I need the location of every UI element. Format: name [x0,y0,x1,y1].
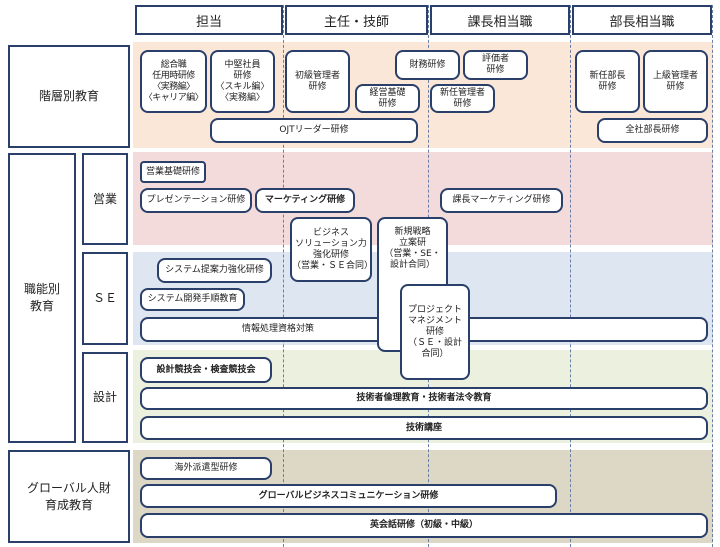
course-business[interactable]: ビジネス ソリューション力 強化研修 （営業・ＳＥ合同） [290,217,373,282]
row-label-hierarchy: 階層別教育 [8,45,130,148]
course-keiei[interactable]: 経営基礎 研修 [355,84,420,113]
row-label-design: 設計 [82,352,128,443]
course-teian[interactable]: システム提案力強化研修 [157,258,272,283]
course-shokyu[interactable]: 初級管理者 研修 [285,50,350,113]
course-chuken[interactable]: 中堅社員 研修 〈スキル編〉 〈実務編〉 [210,50,275,113]
course-pm[interactable]: プロジェクト マネジメント 研修 （ＳＥ・設計 合同） [400,284,470,380]
course-marketing[interactable]: マーケティング研修 [255,188,355,213]
course-rinri[interactable]: 技術者倫理教育・技術者法令教育 [140,387,708,410]
course-sekkei[interactable]: 設計競技会・検査競技会 [140,357,272,383]
course-jokyu[interactable]: 上級管理者 研修 [643,50,708,113]
column-header-tanto: 担当 [135,5,283,35]
course-presen[interactable]: プレゼンテーション研修 [140,188,252,213]
course-sogo[interactable]: 総合職 任用時研修 〈実務編〉 〈キャリア編〉 [140,50,207,113]
course-global-comm[interactable]: グローバルビジネスコミュニケーション研修 [140,484,557,508]
row-label-global: グローバル人財 育成教育 [8,450,130,543]
course-eigyo-kiso[interactable]: 営業基礎研修 [140,161,206,183]
course-eikaiwa[interactable]: 英会話研修（初級・中級） [140,513,708,538]
course-shinnin-kanri[interactable]: 新任管理者 研修 [430,84,495,113]
row-label-sales: 営業 [82,153,128,245]
course-shinnin-bucho[interactable]: 新任部長 研修 [575,50,640,113]
row-label-se: ＳＥ [82,252,128,345]
column-header-shunin: 主任・技師 [285,5,428,35]
column-divider [283,5,284,547]
column-divider [712,5,713,547]
column-header-bucho: 部長相当職 [572,5,712,35]
course-kacho-marketing[interactable]: 課長マーケティング研修 [440,188,563,213]
column-divider [570,5,571,547]
column-header-kacho: 課長相当職 [430,5,570,35]
course-ojt[interactable]: OJTリーダー研修 [210,118,418,143]
course-kaigai[interactable]: 海外派遣型研修 [140,457,272,480]
row-label-functional: 職能別 教育 [8,153,76,443]
course-kaihatsu[interactable]: システム開発手順教育 [140,288,245,311]
course-zaimu[interactable]: 財務研修 [395,50,460,80]
course-hyoka[interactable]: 評価者 研修 [463,50,528,80]
course-zensha[interactable]: 全社部長研修 [597,118,708,143]
course-gijutsu[interactable]: 技術講座 [140,416,708,440]
